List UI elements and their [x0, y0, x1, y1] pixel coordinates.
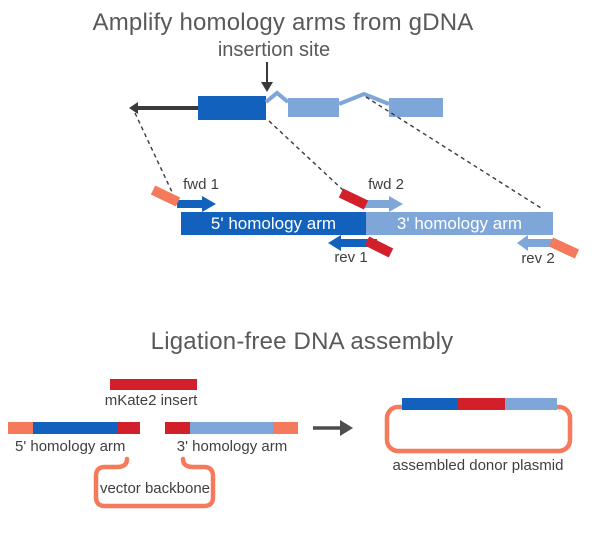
rev1-arrow-icon — [328, 235, 377, 251]
assembly-arrow-icon — [313, 420, 353, 436]
fwd2-primer — [338, 188, 403, 212]
five-prime-arm-box: 5' homology arm — [181, 212, 366, 235]
fwd1-primer — [150, 185, 216, 212]
assembled-plasmid-label: assembled donor plasmid — [392, 457, 564, 474]
fwd1-arrow-icon — [177, 196, 216, 212]
fwd2-label: fwd 2 — [368, 176, 404, 193]
rev1-primer — [328, 235, 394, 258]
exon-2 — [288, 98, 339, 117]
fwd1-label: fwd 1 — [183, 176, 219, 193]
genomic-dna-line — [129, 102, 200, 114]
mkate2-insert-bar — [110, 379, 197, 390]
assembled-plasmid — [384, 398, 573, 454]
vector-backbone-label: vector backbone — [99, 480, 211, 497]
insertion-site-label: insertion site — [217, 39, 331, 61]
fwd1-adapter-tail — [150, 185, 181, 207]
rev2-label: rev 2 — [521, 250, 555, 267]
intron-2 — [338, 91, 390, 106]
rev1-label: rev 1 — [334, 249, 368, 266]
exon-3 — [389, 98, 443, 117]
three-prime-arm-box: 3' homology arm — [366, 212, 553, 235]
plasmid-outline — [384, 404, 573, 454]
rev1-adapter-tail — [364, 236, 394, 258]
genomic-line-arrowhead-icon — [129, 102, 138, 114]
rev2-adapter-tail — [548, 237, 580, 259]
rev2-primer — [517, 235, 580, 259]
five-prime-fragment-label: 5' homology arm — [15, 438, 126, 455]
fwd2-adapter-tail — [338, 188, 369, 210]
five-prime-fragment-bar — [8, 422, 140, 434]
plasmid-insert-bar — [402, 398, 557, 410]
assembly-section-title: Ligation-free DNA assembly — [150, 328, 454, 355]
dashed-line-right — [365, 96, 542, 209]
intron-1 — [264, 90, 290, 104]
fwd2-arrow-icon — [364, 196, 403, 212]
three-prime-fragment-bar — [165, 422, 298, 434]
exon-1 — [198, 96, 266, 120]
rev2-arrow-icon — [517, 235, 553, 251]
dashed-line-middle — [268, 120, 345, 192]
insertion-site-arrow-icon — [261, 62, 273, 92]
amplify-section-title: Amplify homology arms from gDNA — [92, 9, 474, 36]
vector-backbone-outline — [93, 456, 216, 509]
mkate2-insert-label: mKate2 insert — [104, 392, 198, 409]
dashed-line-left — [134, 112, 173, 193]
three-prime-fragment-label: 3' homology arm — [176, 438, 288, 455]
